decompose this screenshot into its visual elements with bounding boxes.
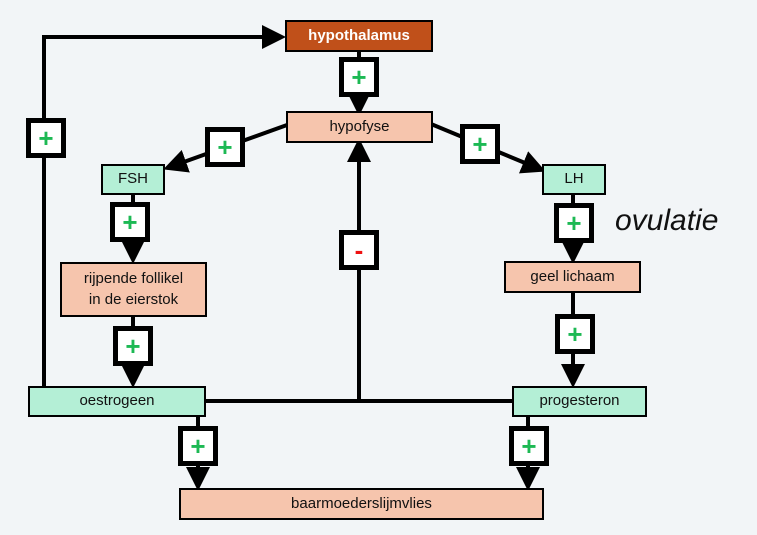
node-baarmoederslijmvlies: baarmoederslijmvlies xyxy=(179,488,544,520)
plus-icon-hypothalamus-hypofyse: + xyxy=(339,57,379,97)
plus-icon-fsh-follikel: + xyxy=(110,202,150,242)
plus-icon-hypofyse-fsh: + xyxy=(205,127,245,167)
node-hypofyse: hypofyse xyxy=(286,111,433,143)
node-fsh: FSH xyxy=(101,164,165,195)
plus-icon-progesteron-baarmoeder: + xyxy=(509,426,549,466)
plus-icon-follikel-oestrogeen: + xyxy=(113,326,153,366)
node-hypothalamus: hypothalamus xyxy=(285,20,433,52)
plus-icon-lh-geel-lichaam: + xyxy=(554,203,594,243)
node-follikel: rijpende follikel in de eierstok xyxy=(60,262,207,317)
plus-icon-oestrogeen-hypothalamus: + xyxy=(26,118,66,158)
plus-icon-geel-lichaam-progesteron: + xyxy=(555,314,595,354)
plus-icon-hypofyse-lh: + xyxy=(460,124,500,164)
plus-icon-oestrogeen-baarmoeder: + xyxy=(178,426,218,466)
node-geel-lichaam: geel lichaam xyxy=(504,261,641,293)
node-lh: LH xyxy=(542,164,606,195)
node-oestrogeen: oestrogeen xyxy=(28,386,206,417)
minus-icon-feedback-hypofyse: - xyxy=(339,230,379,270)
wire-oestrogeen-hypothalamus xyxy=(42,25,286,386)
ovulatie-label: ovulatie xyxy=(615,204,719,237)
node-progesteron: progesteron xyxy=(512,386,647,417)
